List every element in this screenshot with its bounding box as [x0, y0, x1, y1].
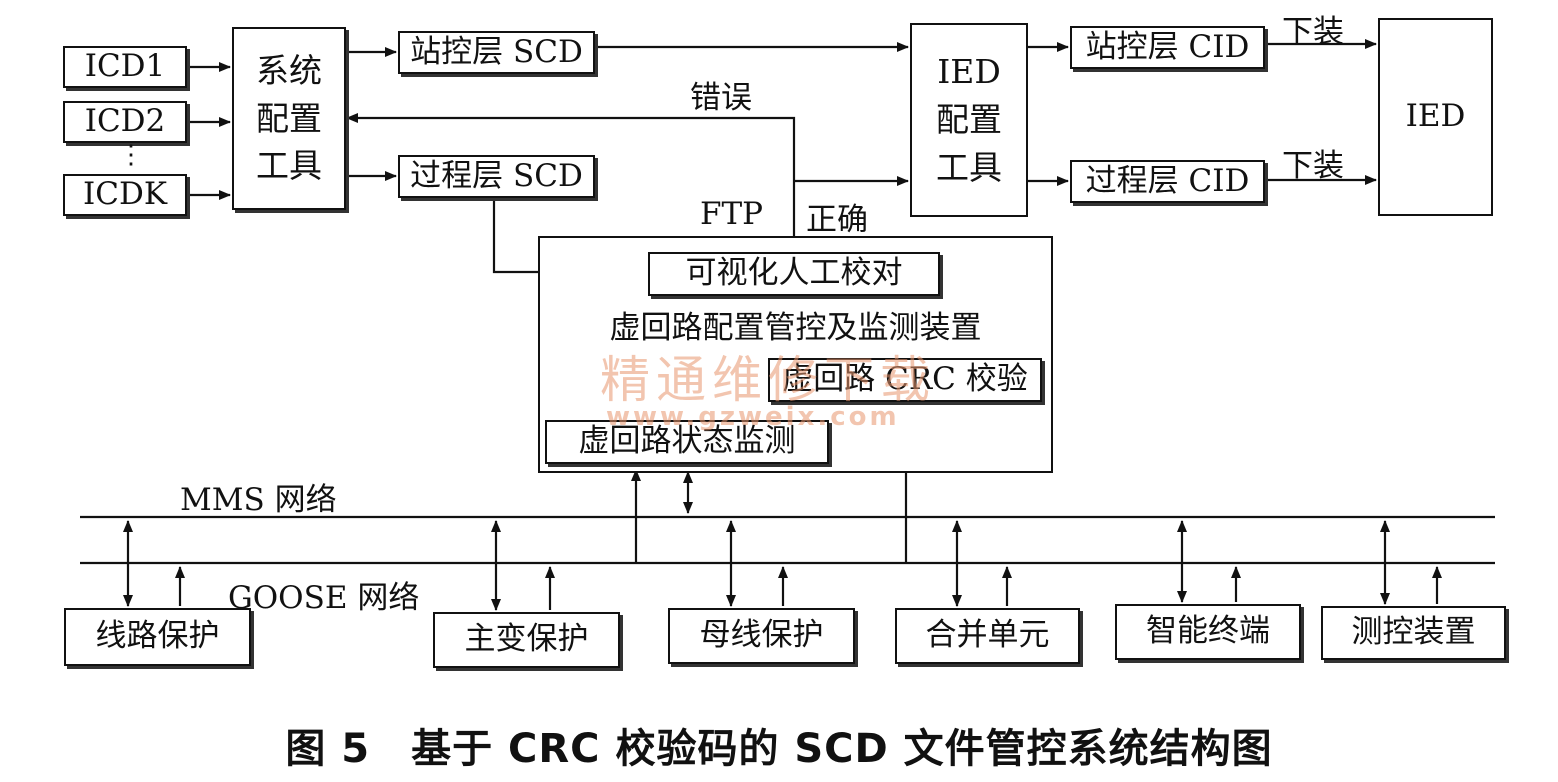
ied-label: IED: [1405, 98, 1466, 135]
device-intelligent-terminal-label: 智能终端: [1146, 613, 1270, 650]
process-scd-label: 过程层 SCD: [410, 157, 583, 194]
device-bus-protection-label: 母线保护: [699, 617, 824, 654]
device-measure-control: 测控装置: [1321, 606, 1506, 660]
process-cid-box: 过程层 CID: [1070, 160, 1265, 203]
device-transformer-protection-label: 主变保护: [464, 621, 589, 658]
icd2-label: ICD2: [84, 103, 166, 140]
device-line-protection-label: 线路保护: [95, 618, 220, 655]
download-label-station: 下装: [1282, 14, 1344, 50]
status-monitor-label: 虚回路状态监测: [578, 423, 796, 460]
icdk-label: ICDK: [83, 176, 167, 213]
visual-check-label: 可视化人工校对: [685, 255, 903, 292]
icdk-box: ICDK: [63, 174, 187, 216]
mms-network-label: MMS 网络: [180, 482, 337, 518]
visual-check-box: 可视化人工校对: [648, 252, 940, 296]
station-scd-label: 站控层 SCD: [410, 33, 583, 70]
icd2-box: ICD2: [63, 101, 187, 143]
download-label-process: 下装: [1282, 148, 1344, 184]
device-intelligent-terminal: 智能终端: [1115, 604, 1301, 660]
device-transformer-protection: 主变保护: [433, 612, 620, 668]
goose-network-label: GOOSE 网络: [228, 580, 420, 616]
device-line-protection: 线路保护: [64, 608, 251, 666]
ied-box: IED: [1378, 18, 1493, 216]
ied-config-tool-label: IED 配置 工具: [936, 52, 1002, 187]
error-label: 错误: [690, 80, 752, 116]
icd1-box: ICD1: [63, 46, 187, 88]
icd-ellipsis: ⋮: [118, 140, 144, 170]
monitoring-device-title: 虚回路配置管控及监测装置: [609, 310, 982, 346]
icd1-label: ICD1: [84, 48, 166, 85]
correct-label: 正确: [806, 202, 868, 238]
system-config-tool-label: 系统 配置 工具: [256, 50, 322, 186]
system-config-tool-box: 系统 配置 工具: [232, 27, 346, 210]
crc-check-box: 虚回路 CRC 校验: [768, 358, 1042, 402]
arrow-error-feedback: [346, 113, 796, 252]
station-cid-box: 站控层 CID: [1070, 26, 1265, 69]
device-measure-control-label: 测控装置: [1351, 614, 1476, 651]
process-scd-box: 过程层 SCD: [398, 155, 595, 198]
figure-caption: 图 5 基于 CRC 校验码的 SCD 文件管控系统结构图: [285, 726, 1273, 772]
device-merging-unit-label: 合并单元: [925, 617, 1050, 654]
status-monitor-box: 虚回路状态监测: [545, 420, 829, 464]
device-merging-unit: 合并单元: [895, 608, 1080, 664]
ftp-label: FTP: [700, 196, 764, 232]
station-cid-label: 站控层 CID: [1085, 28, 1250, 65]
process-cid-label: 过程层 CID: [1085, 162, 1250, 199]
crc-check-label: 虚回路 CRC 校验: [782, 361, 1028, 398]
device-bus-protection: 母线保护: [668, 608, 855, 664]
ied-config-tool-box: IED 配置 工具: [910, 23, 1028, 217]
station-scd-box: 站控层 SCD: [398, 31, 595, 74]
